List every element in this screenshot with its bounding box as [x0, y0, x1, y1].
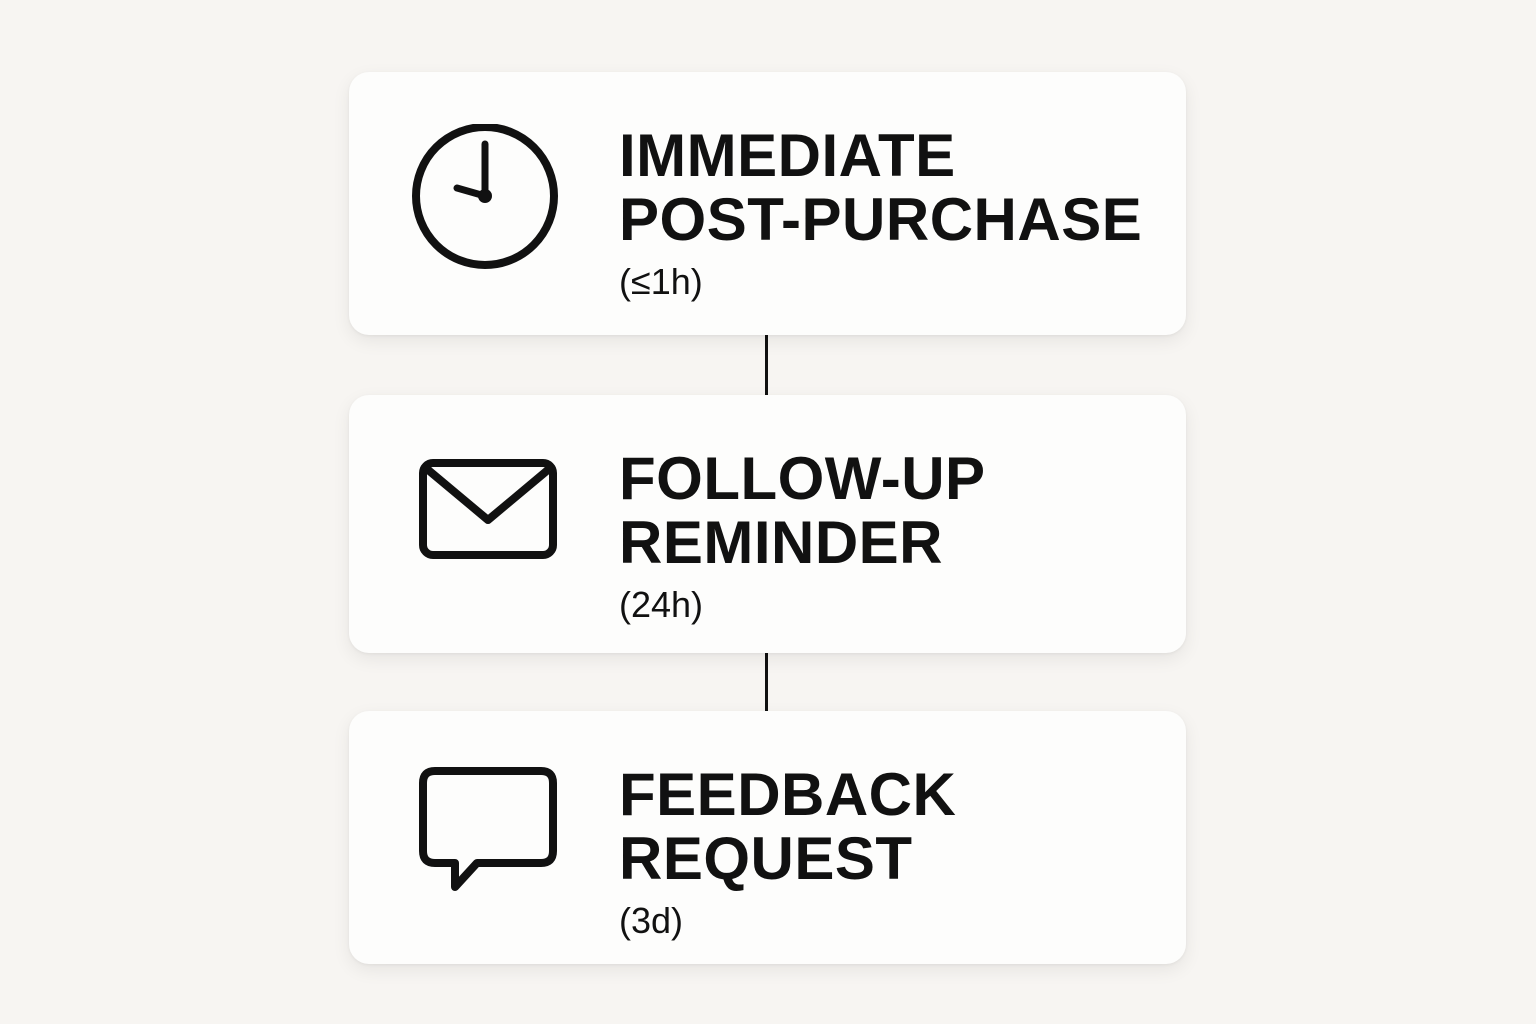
step-title-line: REQUEST [619, 825, 913, 892]
step-timing: (≤1h) [619, 261, 703, 302]
step-title-line: REMINDER [619, 509, 944, 576]
envelope-icon [405, 445, 565, 605]
step-card-follow-up: FOLLOW-UP REMINDER (24h) [349, 395, 1186, 653]
clock-icon [405, 124, 565, 284]
step-title-line: POST-PURCHASE [619, 186, 1143, 253]
step-card-immediate: IMMEDIATE POST-PURCHASE (≤1h) [349, 72, 1186, 335]
step-text: FOLLOW-UP REMINDER (24h) [619, 447, 1166, 627]
step-text: FEEDBACK REQUEST (3d) [619, 763, 1166, 943]
connector-line [765, 653, 768, 711]
step-text: IMMEDIATE POST-PURCHASE (≤1h) [619, 124, 1166, 304]
step-title-line: FOLLOW-UP [619, 445, 986, 512]
step-title-line: FEEDBACK [619, 761, 957, 828]
chat-bubble-icon [405, 761, 565, 921]
step-timing: (24h) [619, 584, 704, 625]
step-timing: (3d) [619, 900, 684, 941]
step-card-feedback: FEEDBACK REQUEST (3d) [349, 711, 1186, 964]
connector-line [765, 335, 768, 395]
step-title-line: IMMEDIATE [619, 122, 956, 189]
